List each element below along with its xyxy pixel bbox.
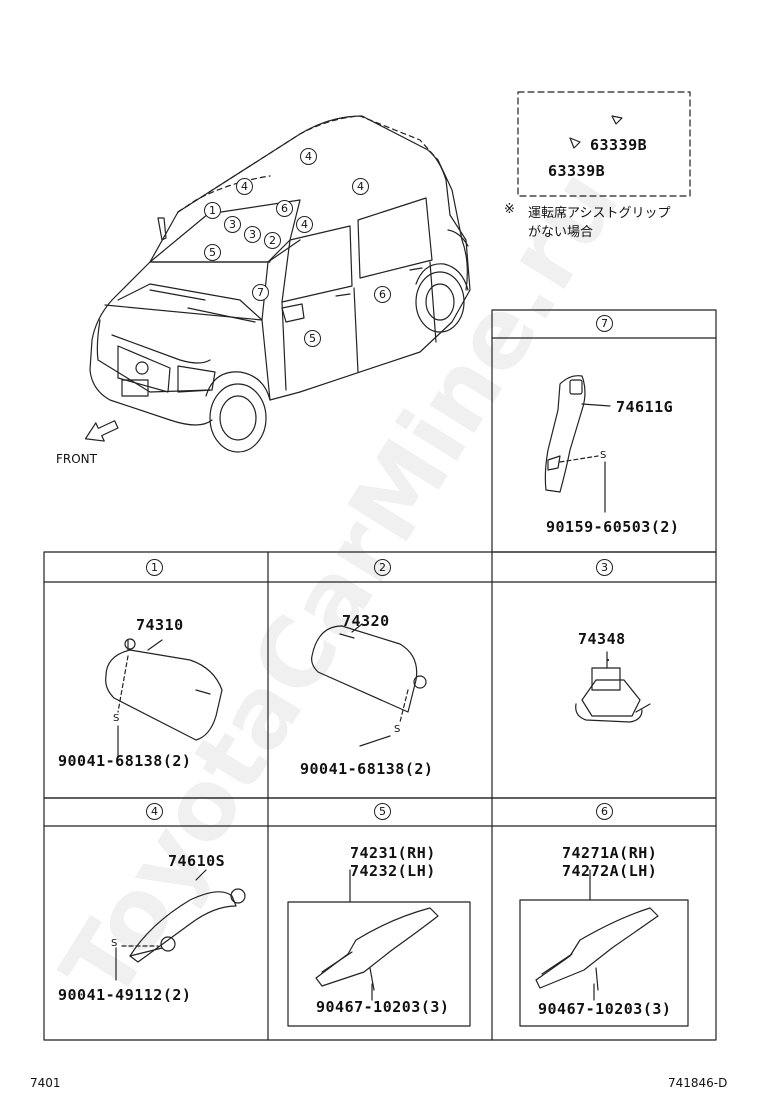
panel-6-fastener: 90467-10203(3) <box>538 1000 672 1018</box>
car-callout-6b: 6 <box>374 286 391 303</box>
car-callout-1: 1 <box>204 202 221 219</box>
note-mark: ※ <box>504 202 515 217</box>
front-arrow <box>84 420 119 442</box>
panel-4-part: 74610S <box>168 852 226 870</box>
pillar-garnish-5-drawing <box>315 869 439 1001</box>
note-line-1: 運転席アシストグリップ <box>528 206 671 221</box>
car-callout-4a: 4 <box>300 148 317 165</box>
car-callout-4c: 4 <box>352 178 369 195</box>
panel-1-header: 1 <box>146 559 163 576</box>
panel-7-fastener: 90159-60503(2) <box>546 518 680 536</box>
panel-6-header: 6 <box>596 803 613 820</box>
panel-3-part: 74348 <box>578 630 626 648</box>
panel-5-part-rh: 74231(RH) <box>350 844 436 862</box>
panel-4-header: 4 <box>146 803 163 820</box>
pillar-garnish-6-drawing <box>535 869 659 1001</box>
panel-6-part-rh: 74271A(RH) <box>562 844 658 862</box>
car-callout-6a: 6 <box>276 200 293 217</box>
panel-5-fastener: 90467-10203(3) <box>316 998 450 1016</box>
visor-holder-drawing <box>575 651 651 723</box>
panel-7-header: 7 <box>596 315 613 332</box>
sun-visor-2-drawing <box>311 623 427 747</box>
panel-7-screw-symbol: S <box>600 450 607 461</box>
panel-1-screw-symbol: S <box>113 713 120 724</box>
car-callout-7: 7 <box>252 284 269 301</box>
panel-2-fastener: 90041-68138(2) <box>300 760 434 778</box>
panel-6-part-lh: 74272A(LH) <box>562 862 658 880</box>
panel-3-header: 3 <box>596 559 613 576</box>
panel-2-header: 2 <box>374 559 391 576</box>
panel-7-part: 74611G <box>616 398 674 416</box>
car-callout-5b: 5 <box>304 330 321 347</box>
inset-part-b: 63339B <box>548 162 606 180</box>
car-callout-3b: 3 <box>244 226 261 243</box>
page-code-left: 7401 <box>30 1076 61 1090</box>
panel-1-part: 74310 <box>136 616 184 634</box>
panel-1-fastener: 90041-68138(2) <box>58 752 192 770</box>
panel-2-screw-symbol: S <box>394 724 401 735</box>
car-illustration <box>89 115 471 453</box>
car-callout-2: 2 <box>264 232 281 249</box>
car-callout-4b: 4 <box>236 178 253 195</box>
grab-handle-drawing <box>544 375 611 513</box>
panel-2-part: 74320 <box>342 612 390 630</box>
note-line-2: がない場合 <box>528 225 594 240</box>
assist-grip-drawing <box>115 869 246 981</box>
car-callout-5a: 5 <box>204 244 221 261</box>
car-callout-3a: 3 <box>224 216 241 233</box>
inset-box-outline <box>517 91 691 197</box>
panel-5-header: 5 <box>374 803 391 820</box>
car-callout-4d: 4 <box>296 216 313 233</box>
panel-5-part-lh: 74232(LH) <box>350 862 436 880</box>
panel-4-fastener: 90041-49112(2) <box>58 986 192 1004</box>
panel-4-screw-symbol: S <box>111 938 118 949</box>
front-label: FRONT <box>56 452 97 466</box>
page-code-right: 741846-D <box>668 1076 728 1090</box>
sun-visor-1-drawing <box>105 638 223 759</box>
inset-part-a: 63339B <box>590 136 648 154</box>
